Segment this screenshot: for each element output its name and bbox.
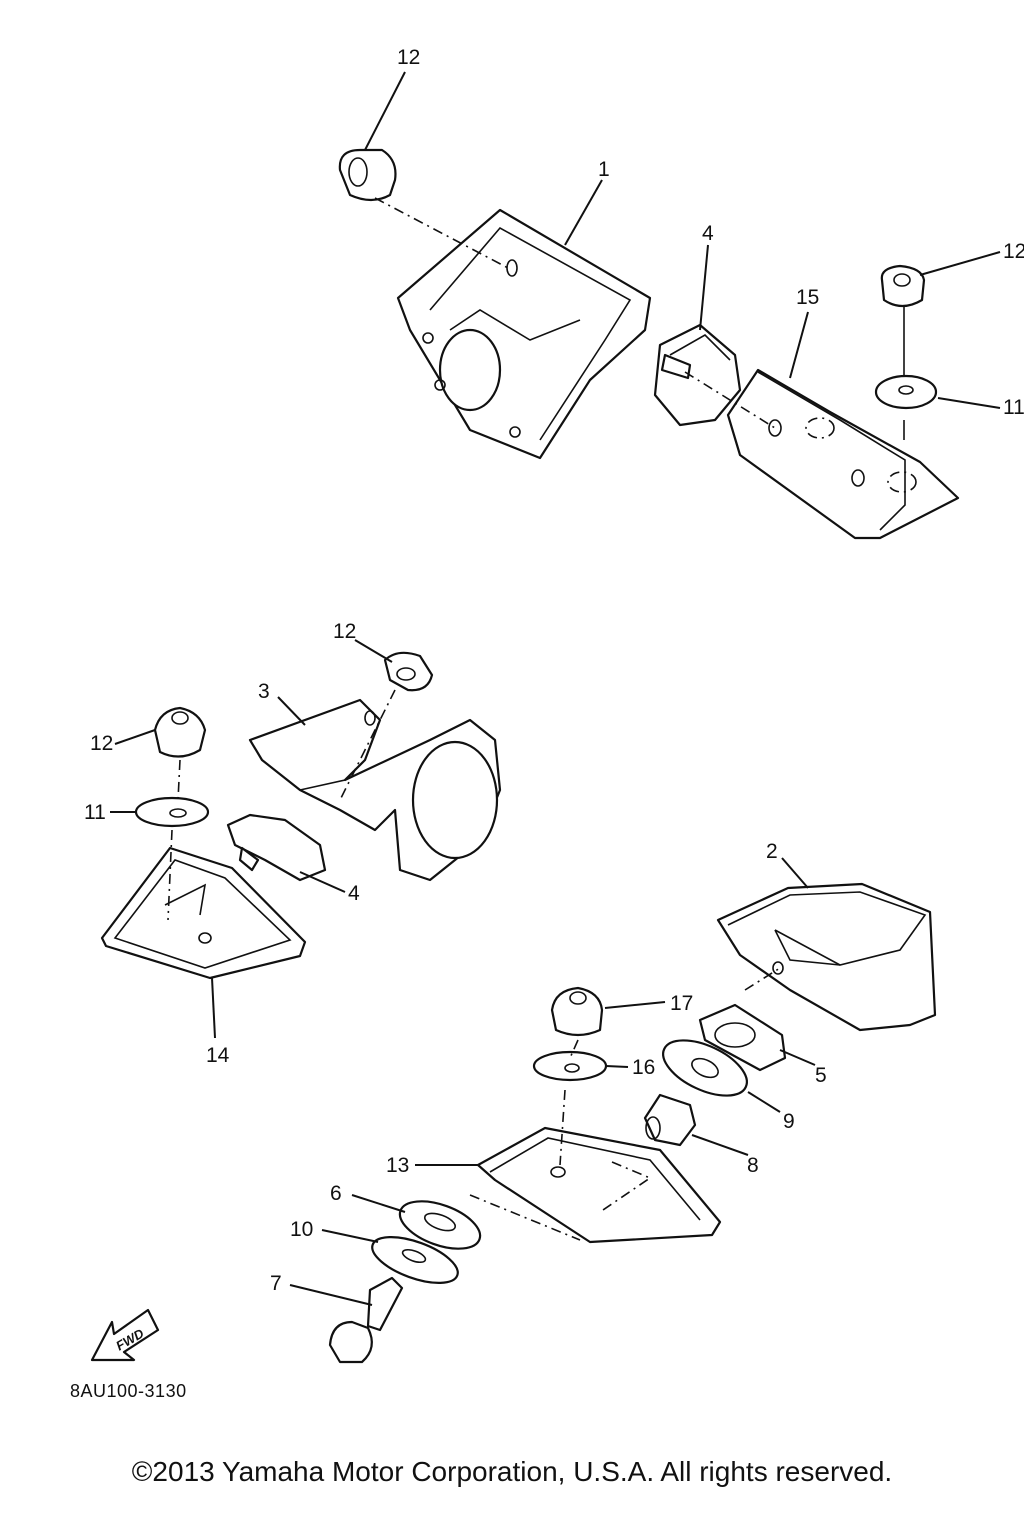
part-rubber-5 (698, 1003, 787, 1072)
part-bushing-8 (643, 1093, 697, 1147)
callout-9: 9 (783, 1110, 795, 1133)
part-nut-12-mid (383, 651, 434, 692)
callout-5: 5 (815, 1064, 827, 1087)
callout-13: 13 (386, 1154, 409, 1177)
callout-11-left: 11 (84, 801, 106, 824)
part-washer-11-right (874, 374, 938, 410)
callout-2: 2 (766, 840, 778, 863)
callout-10: 10 (290, 1218, 313, 1241)
callout-12-mid: 12 (333, 620, 356, 643)
callout-11-right: 11 (1003, 396, 1024, 419)
callout-1: 1 (598, 158, 610, 181)
part-nut-17 (550, 986, 604, 1037)
part-bolt-7 (328, 1276, 404, 1364)
callout-4-mid: 4 (348, 882, 360, 905)
part-nut-12-right (880, 264, 926, 308)
part-nut-12-left (153, 706, 207, 758)
callout-3: 3 (258, 680, 270, 703)
callout-15: 15 (796, 286, 819, 309)
part-mount-4-mid (226, 813, 327, 882)
part-washer-9 (662, 1039, 748, 1097)
callout-4-top: 4 (702, 222, 714, 245)
fwd-arrow-icon: FWD (90, 1308, 160, 1362)
part-bracket-3 (248, 698, 502, 882)
part-mount-4-top (653, 323, 742, 427)
diagram-code: 8AU100-3130 (70, 1381, 187, 1401)
callout-16: 16 (632, 1056, 655, 1079)
part-washer-16 (532, 1050, 608, 1082)
part-bracket-14 (100, 846, 307, 980)
part-nut-12-top (338, 148, 397, 202)
leader-lines (110, 71, 1001, 1306)
callout-8: 8 (747, 1154, 759, 1177)
callout-14: 14 (206, 1044, 230, 1067)
callout-12-left: 12 (90, 732, 113, 755)
part-bracket-15 (726, 368, 960, 540)
part-bracket-13 (476, 1126, 722, 1244)
callout-17: 17 (670, 992, 693, 1015)
callout-labels: 12 1 4 15 12 11 12 3 12 11 4 14 2 17 5 1… (84, 46, 1024, 1295)
callout-7: 7 (270, 1272, 282, 1295)
callout-12-right: 12 (1003, 240, 1024, 263)
callout-12-top: 12 (397, 46, 420, 69)
part-bracket-1 (396, 208, 652, 460)
part-washer-10 (371, 1236, 459, 1284)
part-washer-11-left (134, 796, 210, 828)
part-bracket-2 (716, 882, 937, 1032)
copyright-notice: ©2013 Yamaha Motor Corporation, U.S.A. A… (131, 1456, 893, 1487)
callout-6: 6 (330, 1182, 342, 1205)
